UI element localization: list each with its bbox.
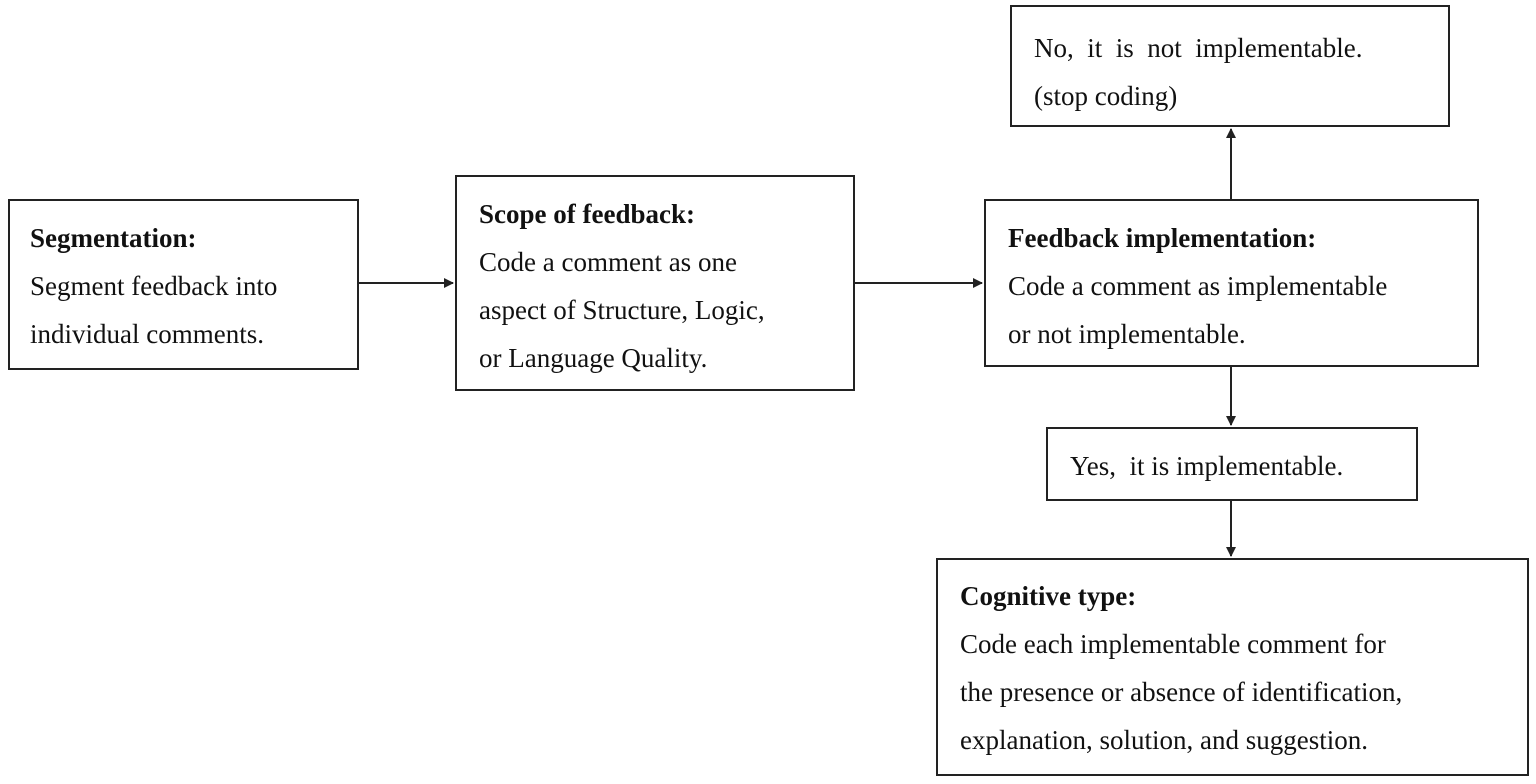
scope-text-line: Code a comment as one xyxy=(479,247,737,277)
segmentation-heading: Segmentation: xyxy=(30,223,197,253)
implementation-heading: Feedback implementation: xyxy=(1008,223,1317,253)
not-implementable-text-line: No, it is not implementable. xyxy=(1034,33,1363,63)
feedback-implementation-box: Feedback implementation: Code a comment … xyxy=(984,199,1479,367)
implementable-text: Yes, it is implementable. xyxy=(1070,451,1344,481)
scope-text-line: or Language Quality. xyxy=(479,343,708,373)
cognitive-text-line: explanation, solution, and suggestion. xyxy=(960,725,1368,755)
not-implementable-text-line: (stop coding) xyxy=(1034,81,1178,111)
cognitive-heading: Cognitive type: xyxy=(960,581,1137,611)
scope-heading: Scope of feedback: xyxy=(479,199,695,229)
cognitive-text-line: the presence or absence of identificatio… xyxy=(960,677,1403,707)
segmentation-box: Segmentation: Segment feedback into indi… xyxy=(8,199,359,370)
scope-text-line: aspect of Structure, Logic, xyxy=(479,295,765,325)
cognitive-type-box: Cognitive type: Code each implementable … xyxy=(936,558,1529,776)
implementation-text-line: or not implementable. xyxy=(1008,319,1246,349)
segmentation-text-line: Segment feedback into xyxy=(30,271,278,301)
implementation-text-line: Code a comment as implementable xyxy=(1008,271,1388,301)
scope-of-feedback-box: Scope of feedback: Code a comment as one… xyxy=(455,175,855,391)
not-implementable-box: No, it is not implementable. (stop codin… xyxy=(1010,5,1450,127)
implementable-box: Yes, it is implementable. xyxy=(1046,427,1418,501)
cognitive-text-line: Code each implementable comment for xyxy=(960,629,1386,659)
segmentation-text-line: individual comments. xyxy=(30,319,264,349)
